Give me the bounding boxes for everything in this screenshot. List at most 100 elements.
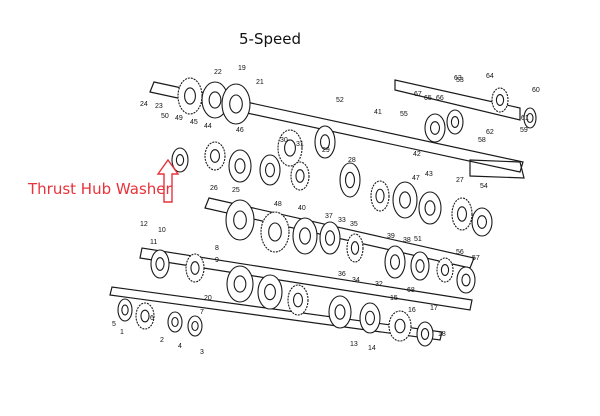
part-number-label: 3 bbox=[200, 349, 204, 356]
gear-bore bbox=[190, 261, 200, 275]
gear-bore bbox=[229, 94, 243, 114]
part-number-label: 18 bbox=[438, 331, 446, 338]
gear-bore bbox=[140, 309, 150, 323]
part-number-label: 46 bbox=[236, 127, 244, 134]
part-number-label: 44 bbox=[204, 123, 212, 130]
part-number-label: 9 bbox=[215, 257, 219, 264]
gear-bore bbox=[208, 91, 222, 109]
part-number-label: 32 bbox=[375, 281, 383, 288]
part-number-label: 65 bbox=[424, 95, 432, 102]
part-number-label: 20 bbox=[204, 295, 212, 302]
part-number-label: 60 bbox=[532, 87, 540, 94]
part-number-label: 37 bbox=[325, 213, 333, 220]
part-number-label: 22 bbox=[214, 69, 222, 76]
gear-bore bbox=[184, 87, 196, 105]
part-number-label: 31 bbox=[296, 141, 304, 148]
part-number-label: 50 bbox=[161, 113, 169, 120]
thrust-hub-washer-callout: Thrust Hub Washer bbox=[28, 180, 172, 198]
part-number-label: 4 bbox=[178, 343, 182, 350]
part-number-label: 14 bbox=[368, 345, 376, 352]
part-number-label: 54 bbox=[480, 183, 488, 190]
gear-bore bbox=[476, 215, 488, 229]
part-number-label: 24 bbox=[140, 101, 148, 108]
part-number-label: 17 bbox=[430, 305, 438, 312]
part-number-label: 29 bbox=[322, 147, 330, 154]
gear-bore bbox=[364, 310, 376, 326]
gear-bore bbox=[429, 121, 441, 135]
part-number-label: 62 bbox=[486, 129, 494, 136]
part-number-label: 61 bbox=[521, 115, 529, 122]
gear-bore bbox=[450, 116, 460, 128]
gear-bore bbox=[209, 149, 221, 163]
gear-bore bbox=[264, 162, 276, 178]
part-number-label: 53 bbox=[456, 77, 464, 84]
gear-bore bbox=[155, 257, 165, 271]
part-number-label: 68 bbox=[407, 287, 415, 294]
gear-bore bbox=[292, 292, 304, 308]
part-number-label: 56 bbox=[456, 249, 464, 256]
part-number-label: 57 bbox=[472, 255, 480, 262]
part-number-label: 52 bbox=[336, 97, 344, 104]
gear-bore bbox=[420, 328, 430, 340]
part-number-label: 38 bbox=[403, 237, 411, 244]
part-number-label: 13 bbox=[350, 341, 358, 348]
part-number-label: 49 bbox=[175, 115, 183, 122]
part-number-label: 12 bbox=[140, 221, 148, 228]
main-shaft-end bbox=[469, 159, 525, 179]
part-number-label: 59 bbox=[520, 127, 528, 134]
part-number-label: 63 bbox=[454, 75, 462, 82]
part-number-label: 7 bbox=[200, 309, 204, 316]
part-number-label: 25 bbox=[232, 187, 240, 194]
part-number-label: 39 bbox=[387, 233, 395, 240]
part-number-label: 28 bbox=[348, 157, 356, 164]
gear-bore bbox=[350, 241, 360, 255]
gear-bore bbox=[233, 275, 247, 293]
gear-bore bbox=[121, 304, 129, 316]
part-number-label: 30 bbox=[280, 137, 288, 144]
diagram-title: 5-Speed bbox=[239, 30, 301, 48]
part-number-label: 41 bbox=[374, 109, 382, 116]
part-number-label: 10 bbox=[158, 227, 166, 234]
part-number-label: 2 bbox=[160, 337, 164, 344]
part-number-label: 11 bbox=[150, 239, 157, 246]
gear-bore bbox=[234, 158, 246, 174]
gear-bore bbox=[526, 112, 534, 124]
lower-shaft bbox=[139, 247, 473, 311]
part-number-label: 8 bbox=[215, 245, 219, 252]
gear-bore bbox=[334, 304, 346, 320]
part-number-label: 67 bbox=[414, 91, 422, 98]
reverse-shaft bbox=[394, 79, 521, 121]
part-number-label: 45 bbox=[190, 119, 198, 126]
part-number-label: 58 bbox=[478, 137, 486, 144]
gear-bore bbox=[264, 283, 276, 301]
callout-arrow bbox=[156, 158, 180, 203]
gear-bore bbox=[394, 318, 406, 334]
part-number-label: 23 bbox=[155, 103, 163, 110]
part-number-label: 66 bbox=[436, 95, 444, 102]
gear-bore bbox=[456, 206, 468, 222]
part-number-label: 19 bbox=[238, 65, 246, 72]
gear-bore bbox=[191, 320, 199, 332]
gear-bore bbox=[415, 259, 425, 273]
gear-bore bbox=[233, 210, 247, 230]
part-number-label: 15 bbox=[390, 295, 398, 302]
gear-bore bbox=[299, 227, 311, 245]
part-number-label: 21 bbox=[256, 79, 264, 86]
gear-bore bbox=[375, 188, 385, 204]
gear-bore bbox=[461, 273, 471, 287]
part-number-label: 48 bbox=[274, 201, 282, 208]
part-number-label: 47 bbox=[412, 175, 420, 182]
gear-bore bbox=[175, 154, 185, 166]
part-number-label: 51 bbox=[414, 236, 422, 243]
part-number-label: 16 bbox=[408, 307, 416, 314]
part-number-label: 1 bbox=[120, 329, 124, 336]
gear-bore bbox=[171, 316, 179, 328]
gear-bore bbox=[284, 139, 296, 157]
counter-shaft bbox=[204, 197, 475, 269]
gear-bore bbox=[268, 222, 282, 242]
part-number-label: 55 bbox=[400, 111, 408, 118]
gear-bore bbox=[389, 254, 401, 270]
part-number-label: 43 bbox=[425, 171, 433, 178]
main-shaft bbox=[149, 81, 524, 173]
